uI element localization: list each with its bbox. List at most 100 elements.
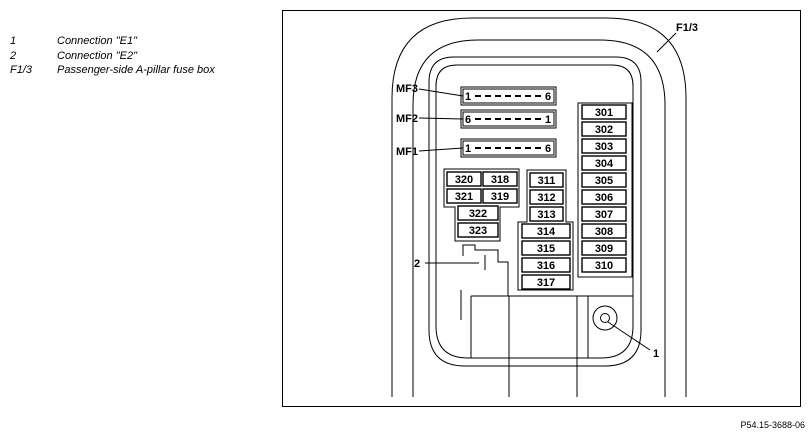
fuse-box [529, 189, 564, 205]
fuse-label: 313 [537, 209, 555, 221]
housing-outer [391, 17, 687, 397]
fuse-box [446, 171, 482, 187]
callout-mf3: MF3 [396, 83, 418, 95]
callout-mf2: MF2 [396, 113, 418, 125]
fuse-305: 305 [581, 172, 627, 188]
fuse-315: 315 [521, 240, 571, 256]
fuse-box [581, 223, 627, 239]
f13-leader [656, 32, 677, 53]
mf1-leader [418, 147, 464, 152]
fuse-322: 322 [457, 205, 499, 221]
fuse-318: 318 [482, 171, 518, 187]
callout-2: 2 [414, 258, 420, 270]
callout-mf1: MF1 [396, 146, 418, 158]
fuse-310: 310 [581, 257, 627, 273]
legend-key: 1 [10, 35, 17, 47]
connection-e2-shape [462, 244, 509, 296]
fuse-label: 315 [537, 243, 555, 255]
fuse-label: 303 [595, 141, 613, 153]
callout-f13: F1/3 [676, 22, 698, 34]
left-fuse-group [443, 168, 520, 242]
fuse-box [457, 222, 499, 238]
fuse-321: 321 [446, 188, 482, 204]
fuse-box [581, 189, 627, 205]
fuse-label: 307 [595, 209, 613, 221]
fuse-box [521, 240, 571, 256]
fuse-box [581, 172, 627, 188]
fuse-label: 302 [595, 124, 613, 136]
fuse-304: 304 [581, 155, 627, 171]
fuse-label: 311 [538, 175, 556, 187]
fuse-314: 314 [521, 223, 571, 239]
fuse-box [581, 155, 627, 171]
fuse-label: 319 [491, 191, 509, 203]
fuse-box [581, 121, 627, 137]
fuse-301: 301 [581, 104, 627, 120]
fuse-317: 317 [521, 274, 571, 290]
fuse-box [581, 138, 627, 154]
mf1-pin-left: 1 [465, 143, 471, 155]
fuse-label: 323 [469, 225, 487, 237]
legend-text: Passenger-side A-pillar fuse box [57, 64, 215, 76]
fuse-316: 316 [521, 257, 571, 273]
fuse-box [581, 240, 627, 256]
legend: 1 Connection "E1" 2 Connection "E2" F1/3… [10, 34, 215, 78]
fuse-box [581, 104, 627, 120]
mf2-pin-right: 1 [545, 114, 551, 126]
fuse-box [446, 188, 482, 204]
mf3-leader [418, 88, 464, 97]
fuse-302: 302 [581, 121, 627, 137]
mf3-pin-left: 1 [465, 91, 471, 103]
legend-key: 2 [10, 49, 17, 62]
legend-key: F1/3 [10, 64, 33, 76]
fuse-box [482, 171, 518, 187]
fuse-312: 312 [529, 189, 564, 205]
fuse-label: 317 [537, 277, 555, 289]
fuse-label: 305 [595, 175, 613, 187]
drawing-frame [282, 10, 801, 407]
mf1-pin-right: 6 [545, 143, 551, 155]
fuse-323: 323 [457, 222, 499, 238]
fuse-label: 314 [537, 226, 556, 238]
fuse-label: 306 [595, 192, 613, 204]
fuse-label: 301 [595, 107, 613, 119]
fuse-box [521, 223, 571, 239]
fuse-309: 309 [581, 240, 627, 256]
fuse-label: 316 [537, 260, 555, 272]
fuse-box [581, 257, 627, 273]
reference-code: P54.15-3688-06 [740, 420, 805, 430]
fuse-303: 303 [581, 138, 627, 154]
connection-e1-outer [592, 305, 618, 331]
fuse-label: 318 [491, 174, 509, 186]
c1-leader [607, 321, 651, 351]
legend-row-e1: 1 Connection "E1" [10, 34, 215, 49]
right-fuse-group [577, 102, 633, 278]
fuse-carrier-inner [435, 64, 634, 359]
legend-text: Connection "E1" [57, 35, 137, 47]
fuse-box [482, 188, 518, 204]
fuse-box [521, 257, 571, 273]
fuse-label: 308 [595, 226, 613, 238]
connection-e1-inner [600, 313, 610, 323]
middle-fuse-group [517, 169, 574, 291]
fuse-313: 313 [529, 206, 564, 222]
fuses-layer: 301 302 303 304 305 306 307 308 309 310 311 312 313 3… [446, 104, 627, 290]
fuse-carrier-outer [428, 56, 642, 367]
fuse-label: 309 [595, 243, 613, 255]
fuse-box [529, 172, 564, 188]
callout-1: 1 [653, 348, 659, 360]
fuse-308: 308 [581, 223, 627, 239]
mf2-leader [418, 117, 464, 120]
fuse-319: 319 [482, 188, 518, 204]
fuse-306: 306 [581, 189, 627, 205]
fuse-label: 321 [455, 191, 473, 203]
legend-row-e2: 2 Connection "E2" [10, 49, 215, 64]
fuse-box [457, 205, 499, 221]
legend-row-fusebox: F1/3 Passenger-side A-pillar fuse box [10, 63, 215, 78]
fuse-311: 311 [529, 172, 564, 188]
housing-inner [412, 39, 666, 397]
fuse-box [581, 206, 627, 222]
fuse-label: 304 [595, 158, 614, 170]
mf2-pin-left: 6 [465, 114, 471, 126]
